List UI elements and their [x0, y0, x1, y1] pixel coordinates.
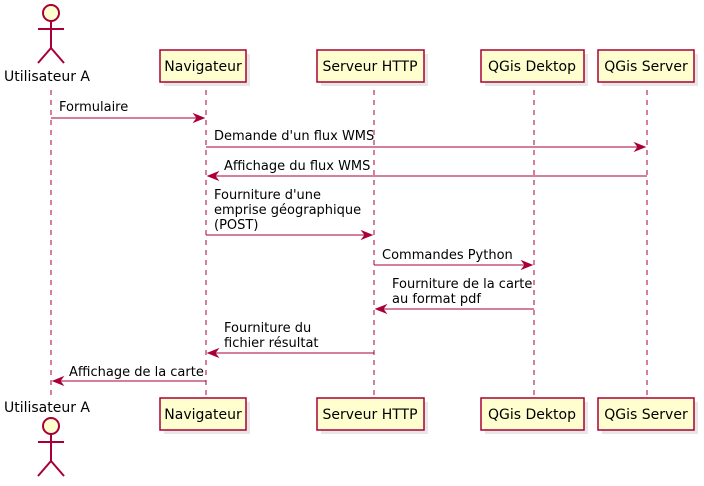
message-label: Fourniture d'une	[214, 188, 321, 203]
message-formulaire: Formulaire	[51, 100, 206, 124]
message-label: Fourniture du	[224, 321, 311, 336]
message-label: Formulaire	[59, 100, 128, 115]
arrowhead-left	[374, 303, 388, 315]
participant-label-qserv-bottom: QGis Server	[604, 407, 688, 423]
arrowhead-right	[192, 112, 206, 124]
message-affichage-flux-wms: Affichage du flux WMS	[206, 159, 647, 182]
participant-box-qdesk-top: QGis Dektop	[480, 49, 588, 86]
message-fourniture-emprise: Fourniture d'une emprise géographique (P…	[206, 188, 374, 241]
participant-label-http-top: Serveur HTTP	[322, 59, 417, 75]
message-fourniture-fichier: Fourniture du fichier résultat	[206, 321, 374, 359]
actor-user-top-icon	[37, 4, 65, 64]
arrowhead-right	[520, 259, 534, 271]
message-label: Demande d'un flux WMS	[214, 129, 374, 144]
message-label: Affichage de la carte	[69, 365, 204, 380]
participant-box-qserv-top: QGis Server	[597, 49, 698, 86]
participant-label-http-bottom: Serveur HTTP	[322, 407, 417, 423]
message-label: fichier résultat	[224, 336, 319, 351]
message-label: Commandes Python	[382, 248, 513, 263]
participant-box-nav-top: Navigateur	[159, 49, 250, 86]
participant-label-user-bottom: Utilisateur A	[4, 400, 90, 416]
participant-box-qdesk-bottom: QGis Dektop	[480, 397, 588, 434]
arrowhead-left	[206, 347, 220, 359]
message-commandes-python: Commandes Python	[374, 248, 534, 271]
arrowhead-left	[206, 170, 220, 182]
participant-label-qdesk-top: QGis Dektop	[488, 59, 576, 75]
message-label: emprise géographique	[214, 203, 361, 218]
actor-user-bottom-icon	[37, 417, 65, 477]
arrowhead-right	[633, 141, 647, 153]
participant-label-nav-top: Navigateur	[164, 59, 242, 75]
message-label: Affichage du flux WMS	[224, 159, 370, 174]
participant-label-qserv-top: QGis Server	[604, 59, 688, 75]
arrowhead-left	[51, 375, 65, 387]
arrowhead-right	[360, 229, 374, 241]
participant-box-qserv-bottom: QGis Server	[597, 397, 698, 434]
message-label: au format pdf	[392, 292, 481, 307]
participant-box-nav-bottom: Navigateur	[159, 397, 250, 434]
participant-label-user-top: Utilisateur A	[4, 69, 90, 85]
message-fourniture-carte: Fourniture de la carte au format pdf	[374, 277, 534, 315]
message-affichage-carte: Affichage de la carte	[51, 365, 206, 387]
participant-label-qdesk-bottom: QGis Dektop	[488, 407, 576, 423]
participant-label-nav-bottom: Navigateur	[164, 407, 242, 423]
message-demande-flux-wms: Demande d'un flux WMS	[206, 129, 647, 153]
message-label: (POST)	[214, 218, 258, 233]
participant-box-http-bottom: Serveur HTTP	[316, 397, 428, 434]
participant-box-http-top: Serveur HTTP	[316, 49, 428, 86]
message-label: Fourniture de la carte	[392, 277, 532, 292]
